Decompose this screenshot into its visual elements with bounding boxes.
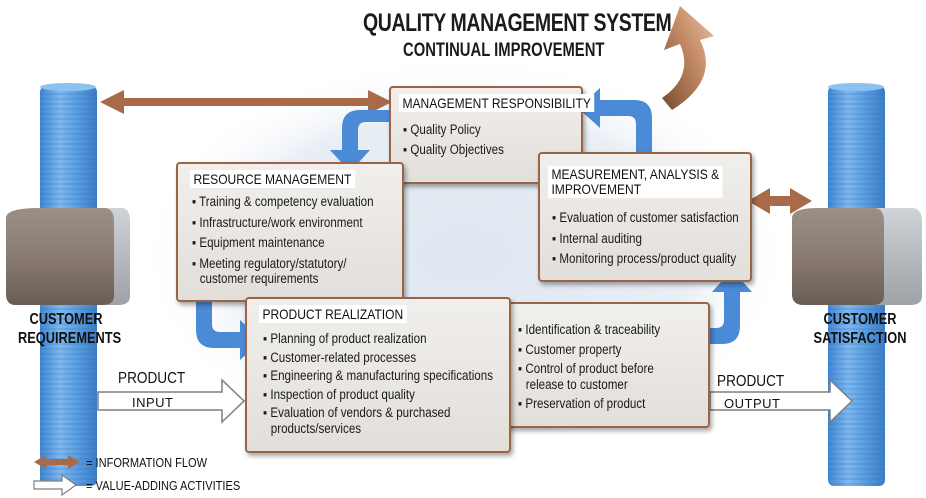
list-item-continued: products/services [270, 420, 362, 436]
list-item: ▪ Customer property [518, 341, 622, 357]
resource-items: ▪ Training & competency evaluation ▪ Inf… [192, 194, 374, 287]
diagram-title: QUALITY MANAGEMENT SYSTEM [363, 9, 672, 37]
legend-info-flow-icon [34, 455, 80, 469]
product-input-label: PRODUCT [118, 370, 186, 387]
list-item: ▪ Infrastructure/work environment [192, 214, 363, 230]
list-item: ▪ Training & competency evaluation [192, 194, 374, 209]
list-item: ▪ Customer-related processes [263, 349, 417, 365]
list-item-continued: customer requirements [199, 271, 319, 286]
product-input-arrow [97, 378, 246, 424]
list-item: ▪ Engineering & manufacturing specificat… [263, 368, 494, 383]
measurement-items: ▪ Evaluation of customer satisfaction ▪ … [552, 210, 739, 267]
measurement-title: MEASUREMENT, ANALYSIS & IMPROVEMENT [548, 166, 723, 198]
legend-value-adding-icon [33, 473, 78, 497]
continual-improvement-arrow [662, 6, 714, 110]
product-output-arrow [709, 378, 854, 424]
realization-right-items: ▪ Identification & traceability ▪ Custom… [518, 322, 660, 412]
product-output-label: PRODUCT [717, 373, 785, 390]
customer-satisfaction-label: CUSTOMER SATISFACTION [813, 311, 907, 347]
list-item: ▪ Preservation of product [518, 396, 646, 411]
legend-info-flow-label: = INFORMATION FLOW [86, 455, 208, 470]
management-items: ▪ Quality Policy ▪ Quality Objectives [403, 122, 504, 157]
product-realization-right-box: ▪ Identification & traceability ▪ Custom… [500, 302, 710, 428]
flow-arrow-realization-to-measurement [706, 270, 752, 344]
list-item: ▪ Equipment maintenance [192, 235, 325, 250]
diagram-subtitle: CONTINUAL IMPROVEMENT [403, 40, 605, 61]
list-item-continued: release to customer [525, 376, 628, 392]
list-item: ▪ Quality Policy [403, 122, 481, 137]
list-item: ▪ Identification & traceability [518, 322, 661, 337]
realization-items: ▪ Planning of product realization ▪ Cust… [263, 331, 493, 436]
list-item: ▪ Inspection of product quality [263, 386, 415, 402]
output-label: OUTPUT [724, 396, 781, 411]
flow-arrow-measurement-to-mgmt [578, 88, 652, 152]
right-pillar [792, 83, 922, 486]
customer-requirements-label: CUSTOMER REQUIREMENTS [18, 311, 122, 347]
product-realization-box: PRODUCT REALIZATION ▪ Planning of produc… [245, 297, 511, 453]
list-item: ▪ Meeting regulatory/statutory/ [192, 255, 347, 271]
list-item: ▪ Control of product before [518, 361, 654, 376]
legend-value-adding-label: = VALUE-ADDING ACTIVITIES [86, 478, 241, 493]
realization-title: PRODUCT REALIZATION [259, 305, 407, 323]
list-item: ▪ Evaluation of customer satisfaction [552, 210, 739, 225]
flow-arrow-mgmt-to-resource [330, 110, 390, 172]
input-label: INPUT [132, 395, 174, 410]
list-item: ▪ Quality Objectives [403, 141, 504, 157]
resource-title: RESOURCE MANAGEMENT [190, 170, 355, 188]
list-item: ▪ Evaluation of vendors & purchased [263, 405, 451, 420]
left-pillar [6, 83, 130, 486]
info-flow-arrow-right [748, 188, 812, 214]
measurement-analysis-box: MEASUREMENT, ANALYSIS & IMPROVEMENT ▪ Ev… [538, 152, 752, 282]
list-item: ▪ Planning of product realization [263, 331, 427, 346]
list-item: ▪ Internal auditing [552, 230, 642, 246]
list-item: ▪ Monitoring process/product quality [552, 251, 737, 266]
info-flow-arrow-top [100, 90, 392, 114]
management-title: MANAGEMENT RESPONSIBILITY [399, 94, 595, 112]
resource-management-box: RESOURCE MANAGEMENT ▪ Training & compete… [176, 162, 404, 302]
